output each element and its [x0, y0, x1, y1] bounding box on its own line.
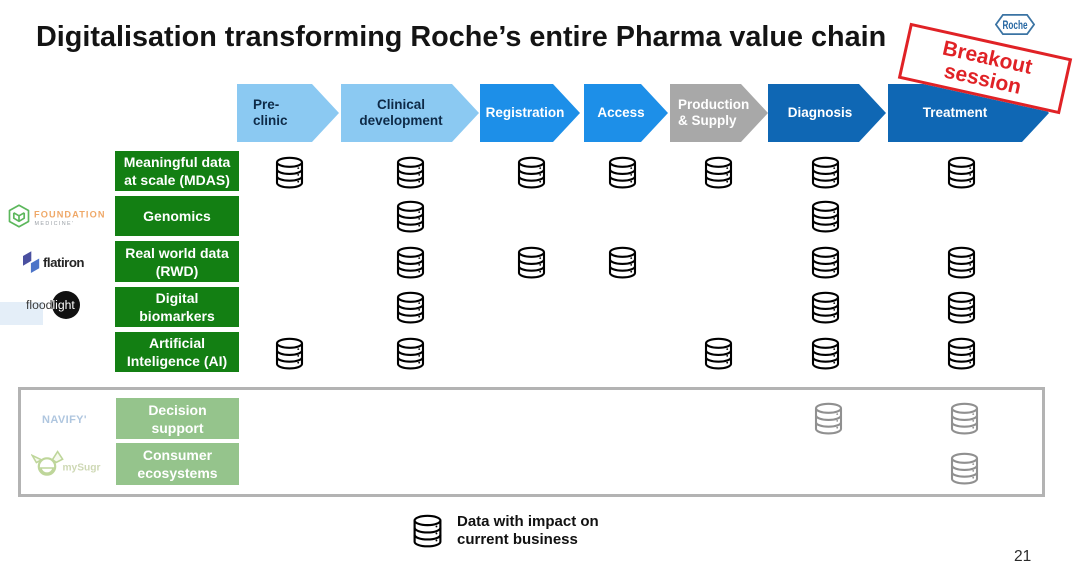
svg-text:flatiron: flatiron — [43, 255, 84, 270]
svg-text:FOUNDATION: FOUNDATION — [34, 210, 106, 220]
svg-text:MEDICINE’: MEDICINE’ — [35, 221, 75, 227]
svg-text:Roche: Roche — [1003, 20, 1028, 32]
svg-text:mySugr: mySugr — [63, 463, 101, 474]
